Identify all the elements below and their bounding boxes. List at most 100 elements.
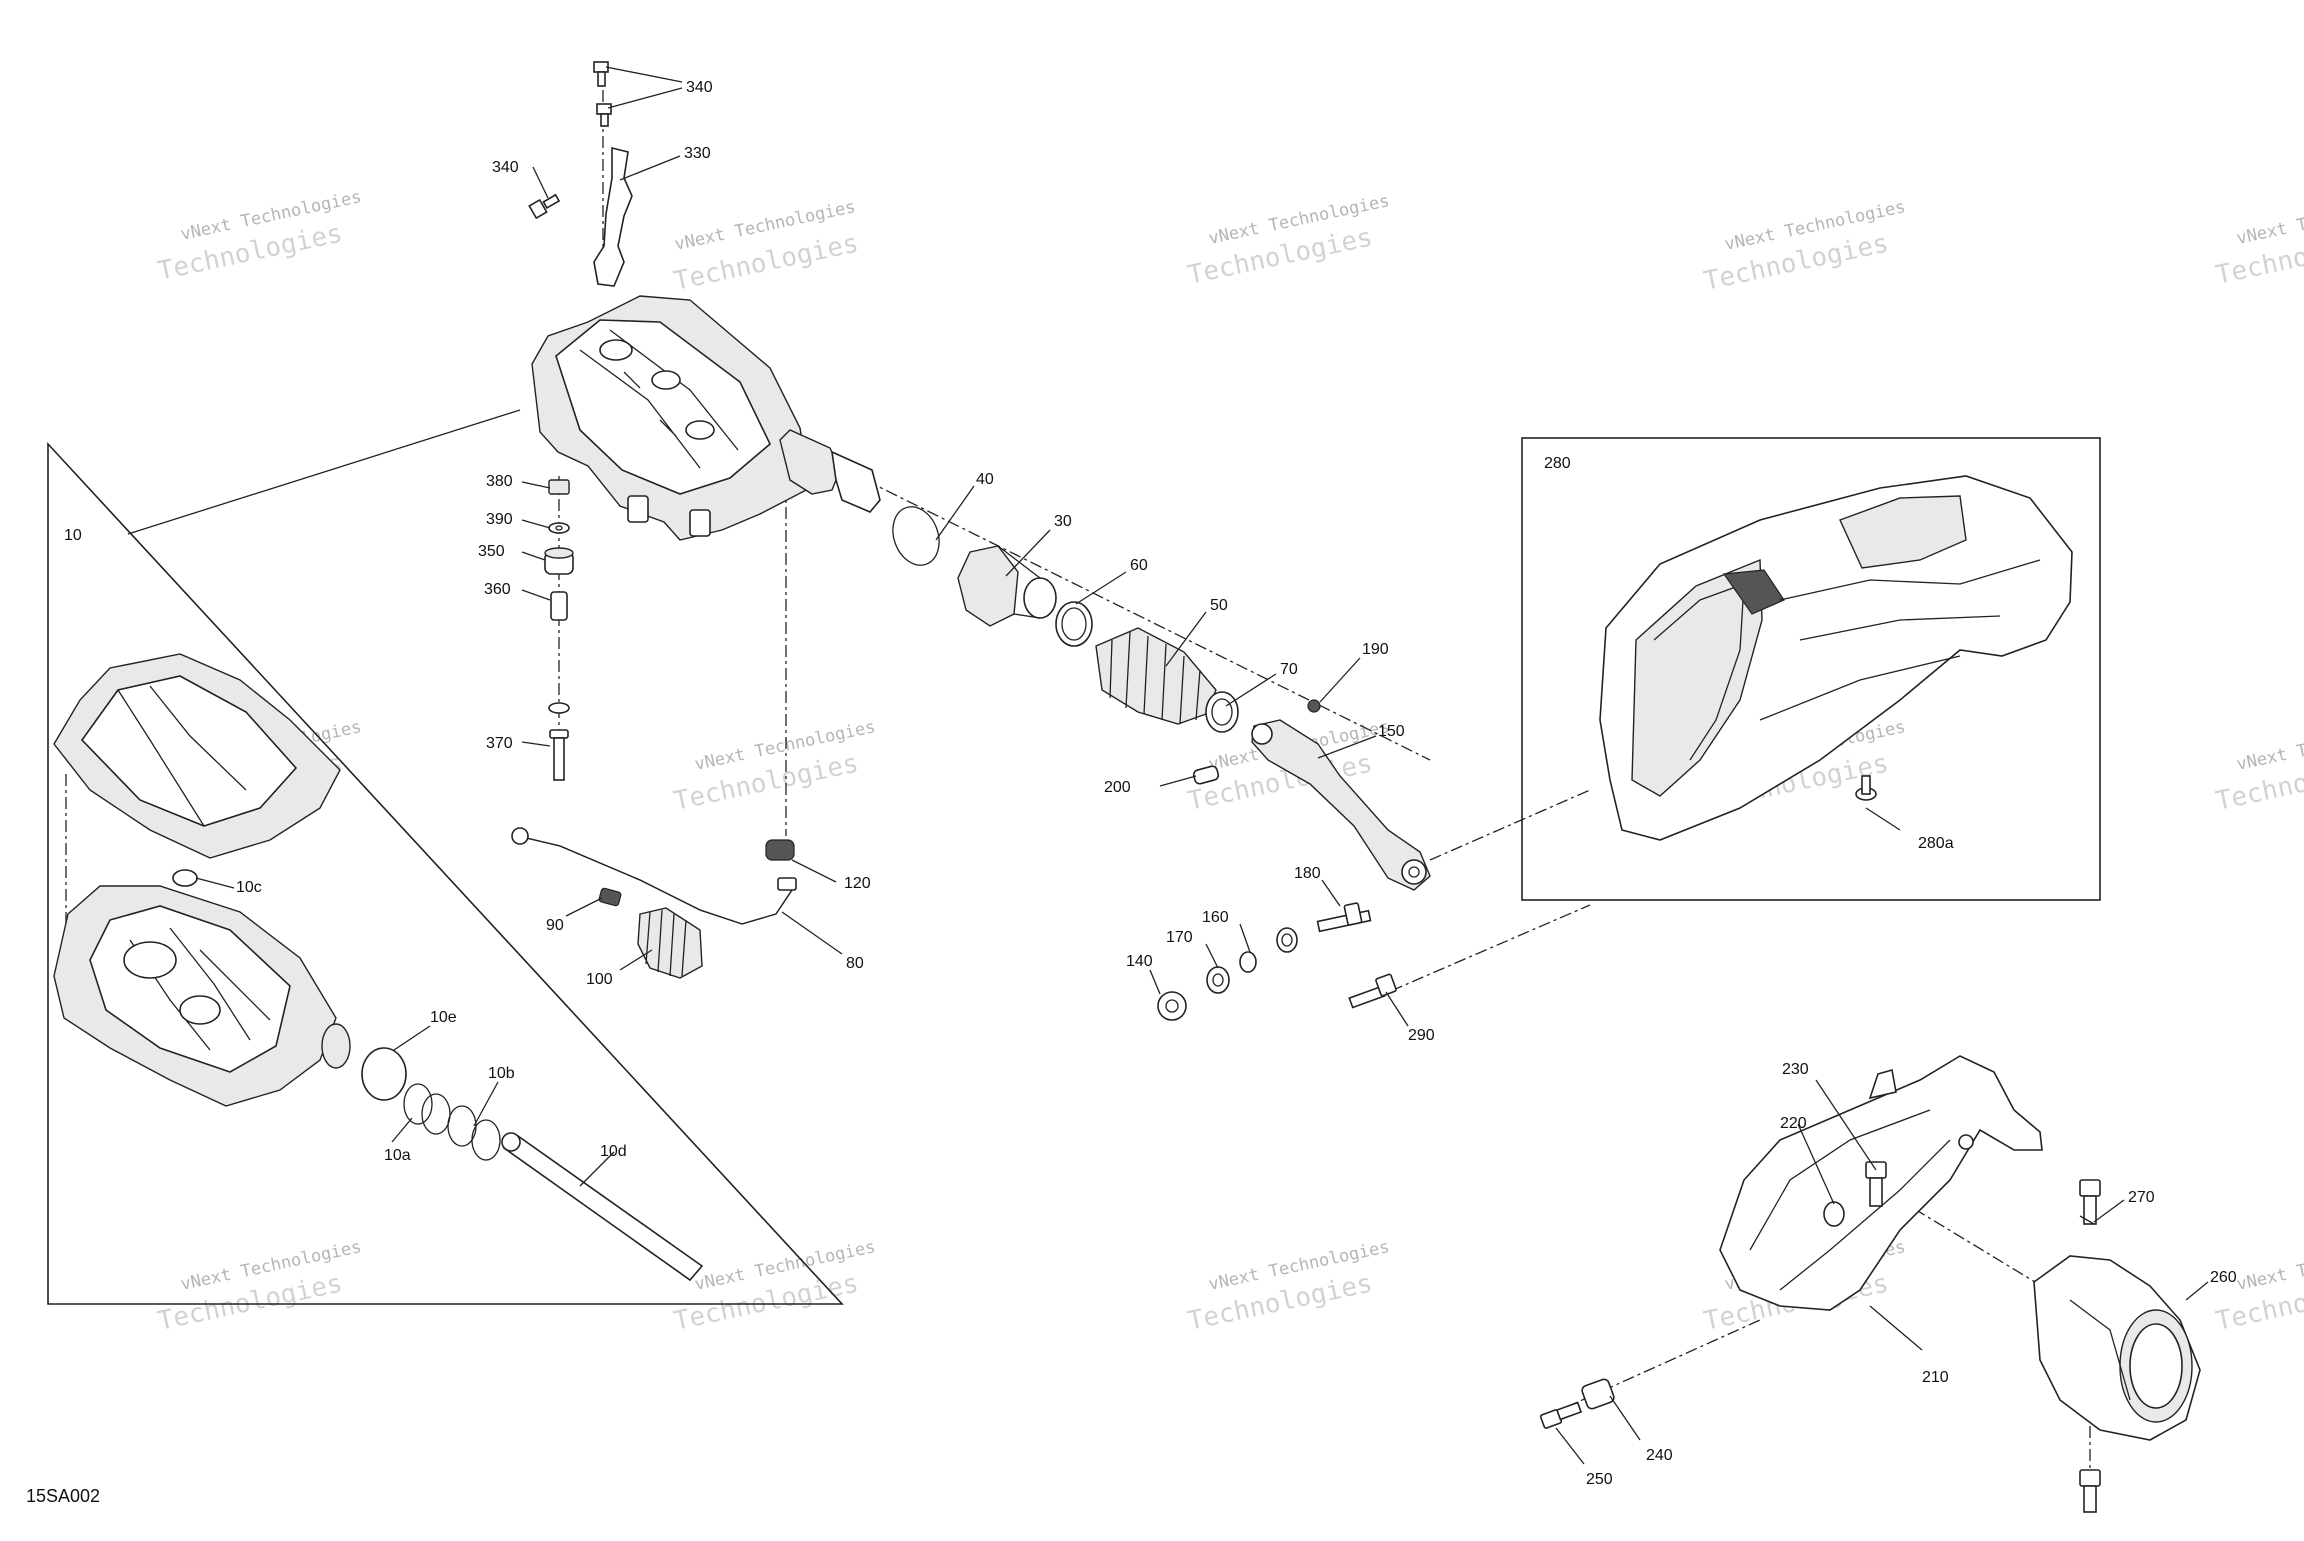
cover-10 bbox=[53, 653, 341, 859]
svg-text:vNext Technologies: vNext Technologies bbox=[2235, 191, 2304, 249]
shaft-10d bbox=[501, 1132, 704, 1282]
callout-30: 30 bbox=[1054, 513, 1072, 530]
figure-code: 15SA002 bbox=[26, 1486, 100, 1506]
nut-380 bbox=[548, 479, 570, 495]
lever-150 bbox=[1251, 719, 1431, 891]
callout-10e: 10e bbox=[430, 1009, 457, 1026]
callout-220: 220 bbox=[1780, 1115, 1807, 1132]
washer-390 bbox=[548, 522, 570, 534]
svg-text:vNext Technologies: vNext Technologies bbox=[2235, 717, 2304, 775]
bolt-250 bbox=[1539, 1401, 1583, 1429]
callout-90: 90 bbox=[546, 917, 564, 934]
detail-frame-10 bbox=[47, 441, 844, 1305]
washer-170 bbox=[1206, 966, 1230, 994]
callout-390: 390 bbox=[486, 511, 513, 528]
gasket-10e bbox=[361, 1047, 407, 1101]
callout-340-top: 340 bbox=[686, 79, 713, 96]
nut-140 bbox=[1157, 991, 1187, 1021]
bolt-340-side bbox=[528, 193, 561, 220]
callout-250: 250 bbox=[1586, 1471, 1613, 1488]
output-shaft bbox=[779, 429, 881, 513]
clamp-70 bbox=[1205, 691, 1239, 733]
housing-10 bbox=[53, 885, 351, 1107]
callout-10: 10 bbox=[64, 527, 82, 544]
callout-140: 140 bbox=[1126, 953, 1153, 970]
callout-240: 240 bbox=[1646, 1447, 1673, 1464]
washer-160 bbox=[1239, 951, 1257, 973]
callout-280: 280 bbox=[1544, 455, 1571, 472]
callout-70: 70 bbox=[1280, 661, 1298, 678]
cover-280 bbox=[1599, 475, 2073, 841]
coupler-30 bbox=[957, 545, 1057, 627]
callout-10a: 10a bbox=[384, 1147, 411, 1164]
callout-80: 80 bbox=[846, 955, 864, 972]
fitting-120 bbox=[765, 839, 795, 861]
callout-190: 190 bbox=[1362, 641, 1389, 658]
callout-230: 230 bbox=[1782, 1061, 1809, 1078]
callout-270: 270 bbox=[2128, 1189, 2155, 1206]
callout-150: 150 bbox=[1378, 723, 1405, 740]
boot-100 bbox=[637, 907, 703, 979]
bolt-340-top bbox=[593, 61, 609, 87]
callout-200: 200 bbox=[1104, 779, 1131, 796]
bracket-330 bbox=[593, 146, 633, 287]
callout-10c: 10c bbox=[236, 879, 262, 896]
callout-350: 350 bbox=[478, 543, 505, 560]
pin-200 bbox=[1192, 765, 1220, 785]
bolt-260-bottom bbox=[2079, 1469, 2101, 1513]
callout-120: 120 bbox=[844, 875, 871, 892]
cable-80 bbox=[511, 827, 797, 925]
callout-10d: 10d bbox=[600, 1143, 627, 1160]
callout-10b: 10b bbox=[488, 1065, 515, 1082]
washer-370-top bbox=[548, 702, 570, 714]
callout-340-side: 340 bbox=[492, 159, 519, 176]
svg-text:vNext Technologies: vNext Technologies bbox=[2235, 1237, 2304, 1295]
nipple-90 bbox=[598, 887, 622, 907]
bolt-230 bbox=[1865, 1161, 1887, 1207]
callout-40: 40 bbox=[976, 471, 994, 488]
leader-lines bbox=[195, 66, 2209, 1465]
bolt-180 bbox=[1316, 902, 1372, 933]
bolt-370 bbox=[549, 729, 569, 781]
callout-330: 330 bbox=[684, 145, 711, 162]
callout-280a: 280a bbox=[1918, 835, 1954, 852]
oring-10b-1 bbox=[421, 1093, 451, 1135]
bolt-290 bbox=[1348, 973, 1397, 1009]
callout-360: 360 bbox=[484, 581, 511, 598]
venturi-260 bbox=[2033, 1255, 2201, 1441]
detail-pointer-line bbox=[127, 409, 521, 535]
callout-50: 50 bbox=[1210, 597, 1228, 614]
callout-100: 100 bbox=[586, 971, 613, 988]
callout-260: 260 bbox=[2210, 1269, 2237, 1286]
oring-10b-3 bbox=[471, 1119, 501, 1161]
callout-210: 210 bbox=[1922, 1369, 1949, 1386]
oring-10c bbox=[172, 869, 198, 887]
boot-50 bbox=[1095, 627, 1217, 725]
clamp-60 bbox=[1055, 601, 1093, 647]
callout-180: 180 bbox=[1294, 865, 1321, 882]
detail-frame-280 bbox=[1521, 437, 2101, 901]
bushing-160-right bbox=[1276, 927, 1298, 953]
callout-170: 170 bbox=[1166, 929, 1193, 946]
callout-labels: 340 340 330 10 380 390 350 360 370 40 30… bbox=[26, 79, 2237, 1506]
callout-370: 370 bbox=[486, 735, 513, 752]
main-housing-top bbox=[531, 295, 811, 541]
callout-290: 290 bbox=[1408, 1027, 1435, 1044]
bolt-340-second bbox=[596, 103, 612, 127]
grommet-350 bbox=[544, 547, 574, 575]
callout-60: 60 bbox=[1130, 557, 1148, 574]
sleeve-360 bbox=[550, 591, 568, 621]
bolt-270 bbox=[2079, 1179, 2101, 1225]
